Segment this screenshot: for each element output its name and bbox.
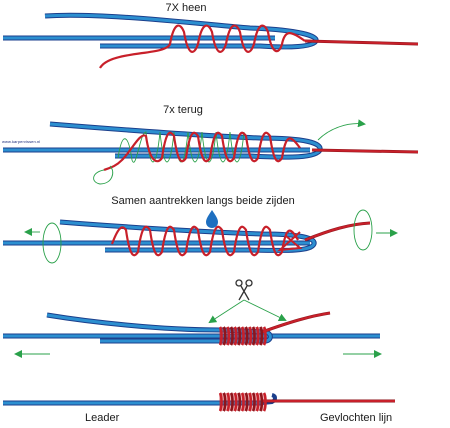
step-3-caption: Samen aantrekken langs beide zijden [111,195,295,207]
leader-label: Leader [85,412,120,424]
wrap-turn [233,392,238,412]
final-knot-wraps [218,392,267,412]
knot-wraps [218,326,267,346]
step-2-caption: 7x terug [163,104,203,116]
wrap-turn [226,392,231,412]
wrap-turn [237,392,242,412]
wrap-turn [226,326,231,346]
watermark: www.karpervissen.nl [2,139,41,144]
wrap-turn [259,326,264,346]
wrap-turn [229,392,234,412]
water-drop-icon [206,210,218,228]
wrap-turn [244,392,249,412]
scissors-icon [235,279,253,301]
step-1-illustration [3,12,419,69]
wrap-turn [240,392,245,412]
step-2-illustration [3,119,419,185]
wrap-turn [251,392,256,412]
wrap-turn [222,392,227,412]
step-4-illustration [3,299,382,358]
wrap-turn [229,326,234,346]
wrap-turn [251,326,256,346]
wrap-turn [218,392,223,412]
step-1-caption: 7X heen [165,2,207,14]
wrap-turn [255,392,260,412]
wrap-turn [248,326,253,346]
step-5-illustration [3,392,395,412]
wrap-turn [262,392,267,412]
step-3-illustration [3,209,398,264]
wrap-turn [237,326,242,346]
braid-label: Gevlochten lijn [320,412,393,424]
wrap-turn [259,392,264,412]
wrap-turn [262,326,267,346]
wrap-turn [218,326,223,346]
wrap-turn [248,392,253,412]
wrap-turn [222,326,227,346]
wrap-turn [255,326,260,346]
wrap-turn [233,326,238,346]
wrap-turn [240,326,245,346]
wrap-turn [244,326,249,346]
